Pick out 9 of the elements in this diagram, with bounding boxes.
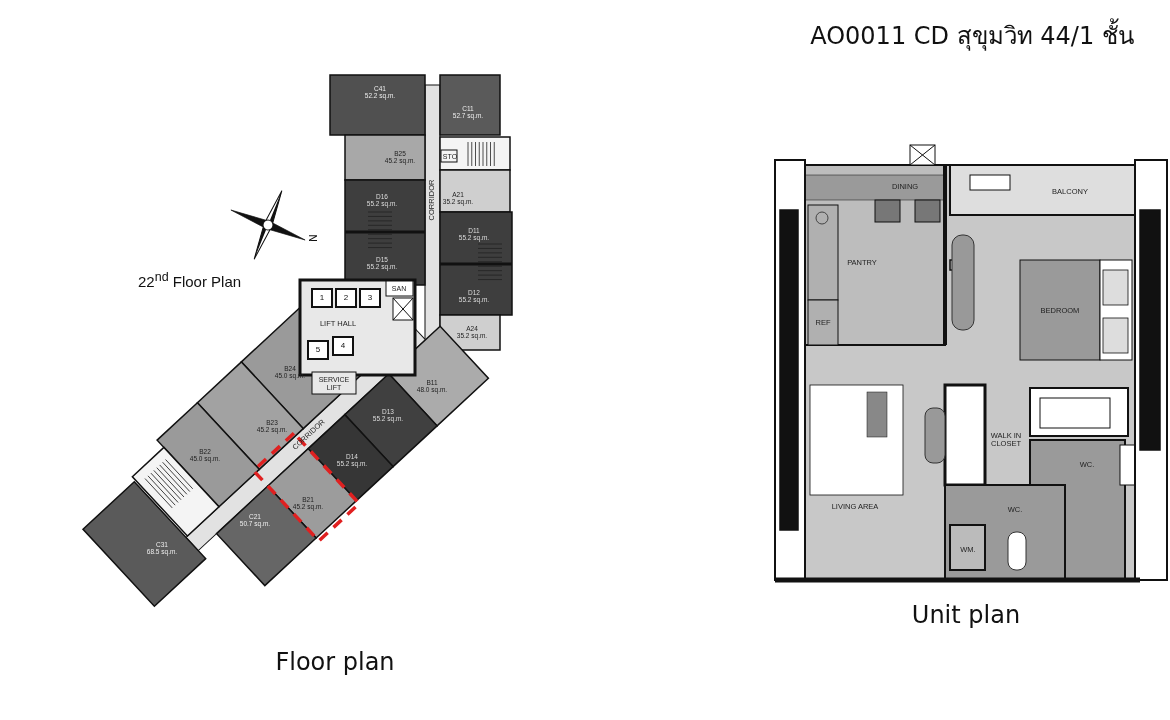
compass-letter: N <box>306 234 318 242</box>
lift-number: 5 <box>315 345 321 355</box>
caption: Unit plan <box>911 601 1021 629</box>
lift-number: 2 <box>343 293 349 303</box>
lift-number: 4 <box>340 341 346 351</box>
lift-number: 3 <box>367 293 373 303</box>
lift-number: 1 <box>319 293 325 303</box>
plan-heading: 22$^{nd}$ Floor Plan <box>138 271 242 291</box>
caption: Floor plan <box>275 648 395 676</box>
